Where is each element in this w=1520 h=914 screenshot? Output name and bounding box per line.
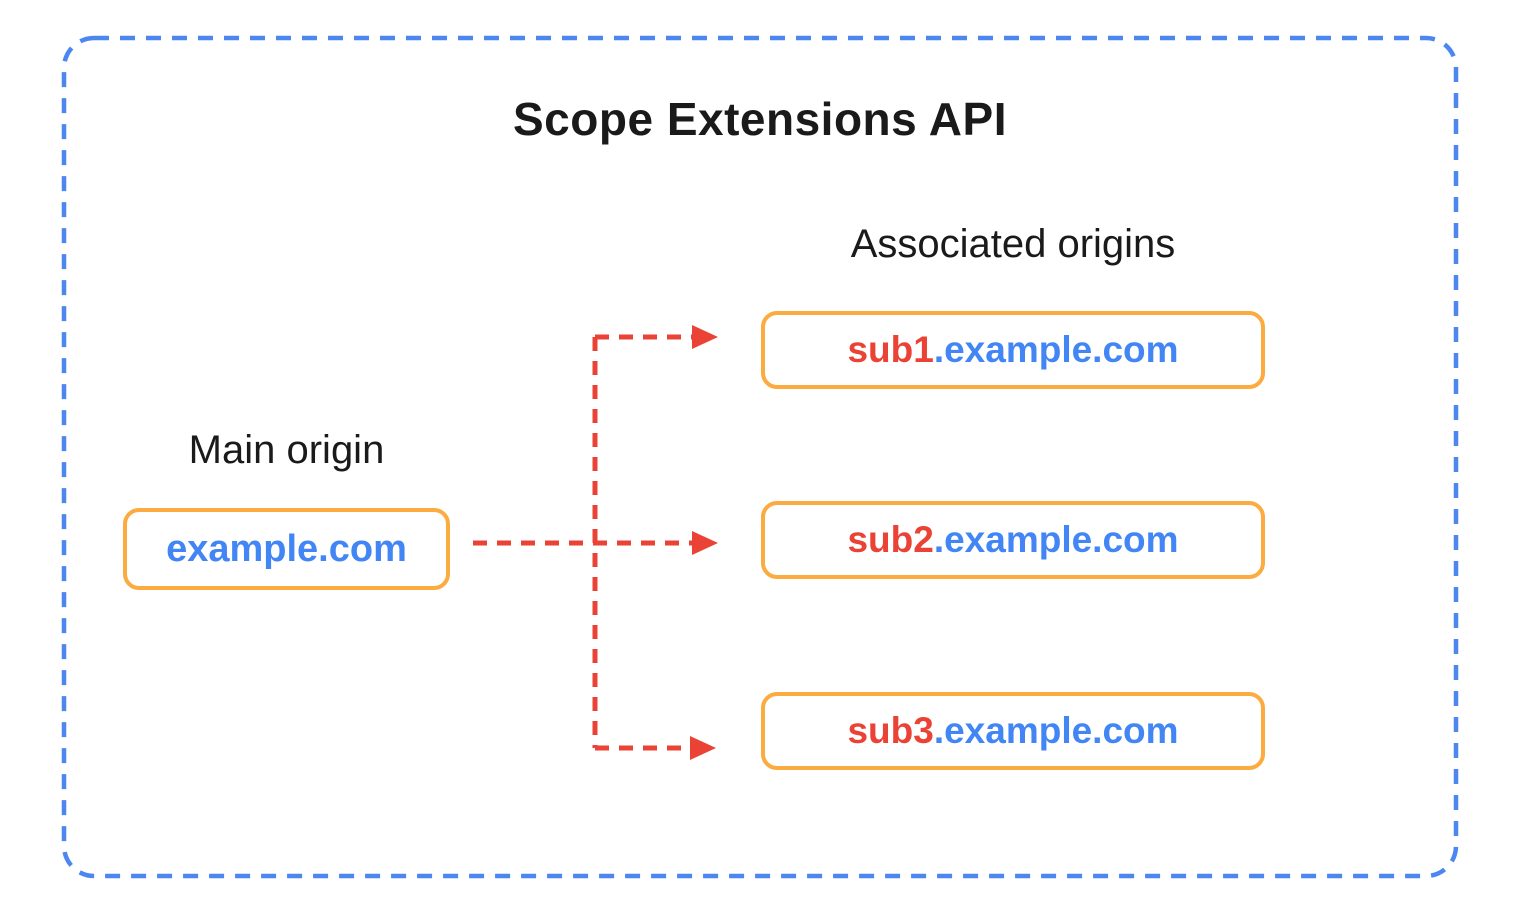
sub1-subdomain-text: sub1 <box>847 329 934 370</box>
diagram-title: Scope Extensions API <box>513 93 1007 145</box>
sub3-subdomain-text: sub3 <box>847 710 934 751</box>
arrowhead-sub2-icon <box>692 531 718 555</box>
sub3-suffix-text: .example.com <box>933 710 1179 751</box>
associated-origin-box-sub3: sub3.example.com <box>761 692 1265 770</box>
diagram-frame <box>61 35 1459 879</box>
associated-origin-box-sub1: sub1.example.com <box>761 311 1265 389</box>
main-origin-label: Main origin <box>188 428 385 472</box>
associated-origins-label: Associated origins <box>850 222 1176 266</box>
arrowhead-sub3-icon <box>690 736 716 760</box>
main-origin-domain: example.com <box>166 527 407 570</box>
arrowhead-sub1-icon <box>692 325 718 349</box>
sub1-suffix-text: .example.com <box>933 329 1179 370</box>
sub2-subdomain-text: sub2 <box>847 519 934 560</box>
associated-origin-box-sub2: sub2.example.com <box>761 501 1265 579</box>
sub2-suffix-text: .example.com <box>933 519 1179 560</box>
main-origin-box: example.com <box>123 508 450 590</box>
